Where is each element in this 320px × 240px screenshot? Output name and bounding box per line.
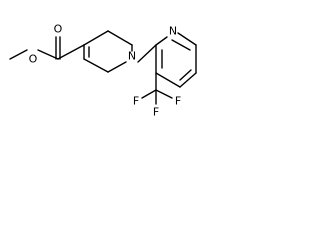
bond-py-c4-c3 (155, 72, 181, 88)
bond-cf3-f-right (155, 89, 173, 99)
bond-py-inner-2 (179, 69, 192, 81)
bond-cf3-f-left (141, 89, 157, 99)
bond-c3-c2 (107, 30, 133, 46)
bond-py-n-c6 (177, 32, 197, 46)
atom-label-fluorine-bottom: F (153, 106, 159, 119)
atom-label-ester-ether-o: O (29, 53, 38, 66)
bond-py-c5-c4 (179, 72, 197, 88)
bond-carbonyl-ring (57, 44, 85, 60)
structure-canvas: O O N N F F F (0, 0, 234, 123)
bond-n1-pyridine (137, 44, 157, 63)
bond-c6-c5 (83, 58, 109, 73)
bond-o-carbonyl (37, 49, 59, 60)
molecule-drawing: O O N N F F F (9, 23, 197, 119)
bond-n1-c6 (107, 61, 127, 73)
bond-py-inner-1 (171, 39, 191, 51)
bond-c4-c3 (83, 30, 109, 46)
atom-label-fluorine-right: F (175, 95, 181, 108)
atom-label-fluorine-left: F (133, 95, 139, 108)
atom-label-ester-carbonyl-o: O (54, 23, 63, 36)
atom-label-pyridine-n: N (169, 25, 177, 38)
atom-label-ring-n: N (128, 50, 136, 63)
bond-py-c2-n (155, 36, 168, 46)
bond-methyl-o (9, 49, 28, 60)
